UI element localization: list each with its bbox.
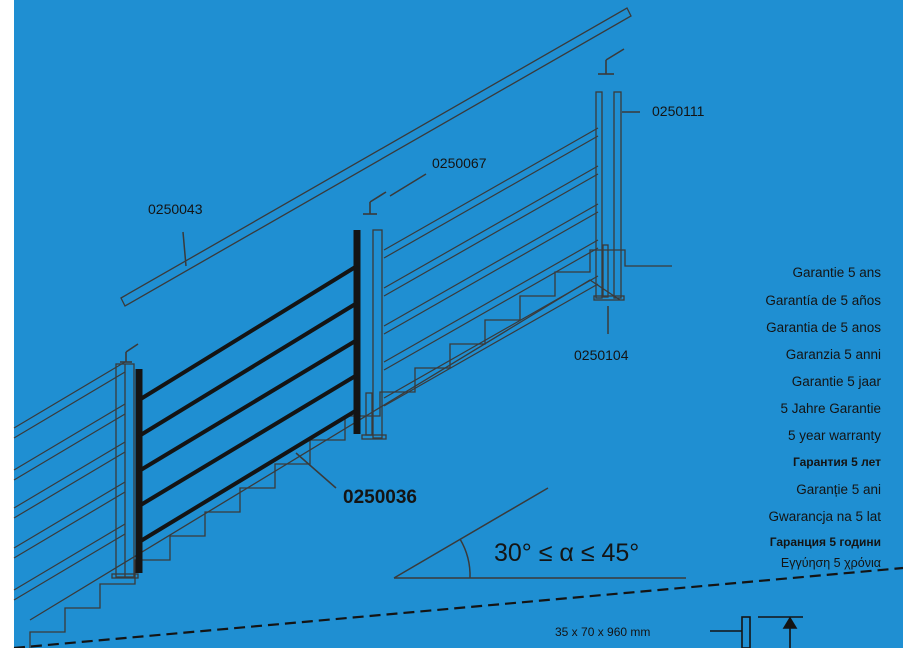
warranty-item: Garanzia 5 anni <box>786 347 881 362</box>
part-label-rail-panel: 0250036 <box>343 487 417 508</box>
warranty-item: 5 year warranty <box>788 428 881 443</box>
warranty-item: Garantie 5 ans <box>792 265 881 280</box>
handrail <box>120 7 632 307</box>
part-label-end-post: 0250111 <box>652 103 705 119</box>
leader-lines <box>295 111 640 489</box>
light-rails <box>13 127 599 601</box>
staircase-outline <box>29 249 672 648</box>
handrail-brackets <box>120 48 625 363</box>
dimension-detail <box>710 616 803 648</box>
warranty-item: Garantía de 5 años <box>765 293 881 308</box>
part-label-handrail: 0250043 <box>148 201 203 217</box>
part-label-post-bracket: 0250067 <box>432 155 487 171</box>
posts <box>111 91 625 579</box>
floor-dashed-line <box>13 566 903 648</box>
warranty-item: Garanție 5 ani <box>796 482 881 497</box>
warranty-item: Garantie 5 jaar <box>792 374 882 389</box>
warranty-item: 5 Jahre Garantie <box>780 401 881 416</box>
warranty-item: Гарантия 5 лет <box>793 455 881 469</box>
rail-panel-highlight <box>135 230 361 573</box>
warranty-item: Gwarancja na 5 lat <box>768 509 881 524</box>
warranty-item: Гаранция 5 години <box>770 535 881 549</box>
angle-indicator <box>393 487 686 579</box>
dimension-label: 35 x 70 x 960 mm <box>555 625 650 639</box>
part-label-base-plate: 0250104 <box>574 347 629 363</box>
warranty-item: Εγγύηση 5 χρόνια <box>781 556 881 570</box>
warranty-item: Garantia de 5 anos <box>766 320 881 335</box>
handrail-leader <box>182 231 187 267</box>
warranty-list: Garantie 5 ans Garantía de 5 años Garant… <box>765 265 881 570</box>
angle-label: 30° ≤ α ≤ 45° <box>494 539 639 567</box>
